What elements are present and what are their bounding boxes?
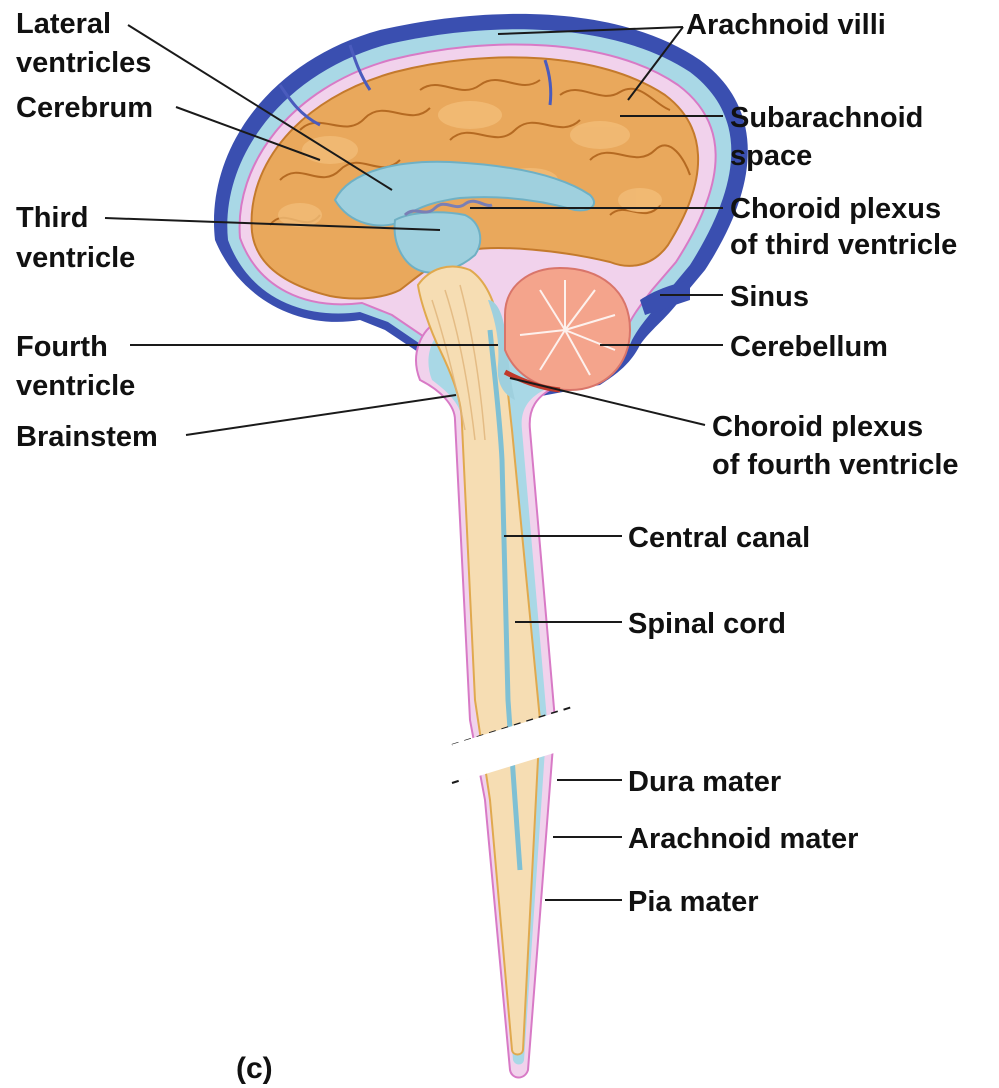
label-lateral-ventricles-line1: Lateral: [16, 8, 111, 40]
label-cerebellum: Cerebellum: [730, 331, 888, 363]
label-choroid-plexus-third-line2: of third ventricle: [730, 229, 957, 261]
label-dura-mater: Dura mater: [628, 766, 781, 798]
label-sinus: Sinus: [730, 281, 809, 313]
panel-label: (c): [236, 1052, 273, 1085]
label-third-ventricle-line2: ventricle: [16, 242, 135, 274]
label-central-canal: Central canal: [628, 522, 810, 554]
label-choroid-plexus-fourth-line2: of fourth ventricle: [712, 449, 959, 481]
label-third-ventricle-line1: Third: [16, 202, 89, 234]
label-arachnoid-mater: Arachnoid mater: [628, 823, 858, 855]
label-arachnoid-villi: Arachnoid villi: [686, 9, 886, 41]
cerebellum: [505, 268, 630, 390]
label-fourth-ventricle-line1: Fourth: [16, 331, 108, 363]
label-lateral-ventricles-line2: ventricles: [16, 47, 151, 79]
label-choroid-plexus-fourth-line1: Choroid plexus: [712, 411, 923, 443]
label-cerebrum: Cerebrum: [16, 92, 153, 124]
label-choroid-plexus-third-line1: Choroid plexus: [730, 193, 941, 225]
label-pia-mater: Pia mater: [628, 886, 759, 918]
label-subarachnoid-space-line2: space: [730, 140, 812, 172]
label-spinal-cord: Spinal cord: [628, 608, 786, 640]
label-fourth-ventricle-line2: ventricle: [16, 370, 135, 402]
label-brainstem: Brainstem: [16, 421, 158, 453]
label-subarachnoid-space-line1: Subarachnoid: [730, 102, 923, 134]
